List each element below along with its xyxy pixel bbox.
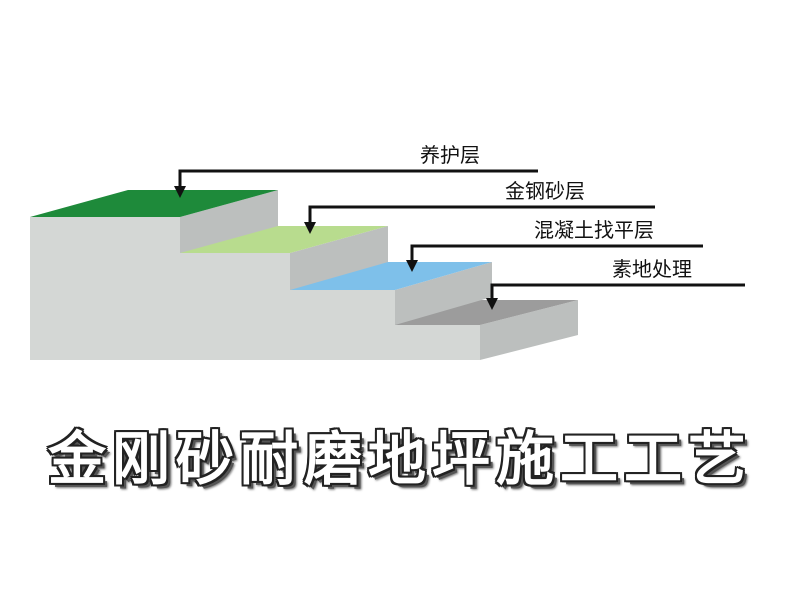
label-curing-layer: 养护层	[420, 143, 480, 167]
slab-step-2-side	[290, 226, 388, 290]
slab-step-1	[30, 190, 278, 253]
slab-step-1-front	[30, 217, 180, 253]
slab-step-3-front	[30, 290, 395, 325]
label-carborundum-layer: 金钢砂层	[505, 179, 585, 203]
slab-step-3	[30, 262, 492, 325]
slab-base-front	[30, 325, 480, 360]
diagram-title: 金刚砂耐磨地坪施工工艺	[47, 425, 752, 493]
slab-step-2-front	[30, 253, 290, 290]
slab-step-3-side	[395, 262, 492, 325]
leader-curing	[174, 169, 538, 198]
leader-carborundum	[304, 205, 655, 234]
leader-base	[486, 283, 745, 310]
label-concrete-layer: 混凝土找平层	[534, 218, 654, 242]
layer-top-curing	[30, 190, 278, 217]
leader-concrete	[406, 244, 703, 272]
label-base-treatment: 素地处理	[612, 257, 692, 281]
slab-step-1-side	[180, 190, 278, 253]
slab-base-side	[480, 300, 578, 360]
